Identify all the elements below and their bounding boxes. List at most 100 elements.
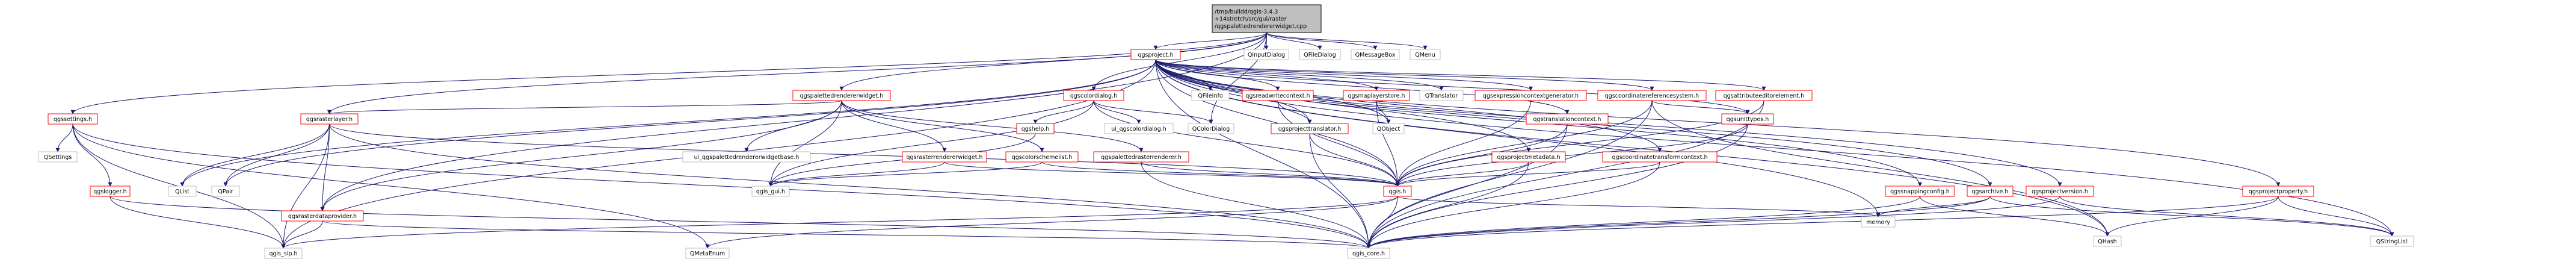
node-box [1063,90,1124,101]
node-box [1410,49,1441,60]
node-box [211,186,240,197]
edge-qgsattributeeditorelement-to-qgis_core [1366,100,1764,249]
node-qgstranslationcontext[interactable]: qgstranslationcontext.h [1526,113,1609,125]
edge-qgscolorschemelist-to-qgis [1041,161,1400,187]
node-label: QMessageBox [1355,52,1396,58]
edge-root-to-QFileDialog [1266,32,1322,50]
node-label: qgssnappingconfig.h [1890,189,1950,195]
node-qgsattributeeditorelement[interactable]: qgsattributeeditorelement.h [1715,90,1813,101]
node-label: QFileInfo [1198,93,1223,99]
node-box [1602,151,1718,163]
node-label: qgis_gui.h [756,189,785,195]
node-box [1104,123,1174,134]
node-label: qgsexpressioncontextgenerator.h [1483,93,1579,99]
node-layer: /tmp/buildd/qgis-3.4.3+14stretch/src/gui… [38,4,2414,259]
edge-qgis-to-qgis_core [1366,196,1398,249]
node-qgscoordinatetransformcontext[interactable]: qgscoordinatetransformcontext.h [1602,151,1718,163]
node-qgshelp[interactable]: qgshelp.h [1016,123,1055,134]
node-box [1093,151,1189,163]
node-qgsrasterrendererwidget[interactable]: qgsrasterrendererwidget.h [902,151,987,163]
edge-qgsexpressioncontextgenerator-to-qgis [1395,100,1531,187]
node-label: qgis.h [1389,189,1407,195]
node-box [1016,123,1055,134]
node-label: QColorDialog [1192,126,1230,132]
node-label: qgscolorschemelist.h [1012,154,1073,161]
node-label: qgsreadwritecontext.h [1245,93,1310,99]
edge-qgsproject-to-qgsattributeeditorelement [1155,59,1766,91]
node-qgsprojectmetadata[interactable]: qgsprojectmetadata.h [1491,151,1566,163]
edge-qgsprojectproperty-to-QStringList [2278,196,2394,237]
node-qgsexpressioncontextgenerator[interactable]: qgsexpressioncontextgenerator.h [1474,90,1587,101]
node-qpair: QPair [211,186,240,197]
node-box [90,186,131,197]
node-qgslogger[interactable]: qgslogger.h [90,186,131,197]
edge-qgsrasterlayer-to-qgsrasterdataprovider [320,123,330,211]
node-qgsprojectproperty[interactable]: qgsprojectproperty.h [2242,186,2314,197]
node-box [2093,235,2122,247]
node-qgsprojecttranslator[interactable]: qgsprojecttranslator.h [1271,123,1349,134]
node-label: qgstranslationcontext.h [1533,116,1601,123]
node-qgsrasterdataprovider[interactable]: qgsrasterdataprovider.h [281,210,364,222]
edge-qgsrasterlayer-to-qgis_core [329,123,1371,249]
node-label: QMetaEnum [690,251,725,257]
edge-qgsrasterrendererwidget-to-qgis_gui [768,161,945,187]
node-box [902,151,987,163]
edge-qgsproject-to-QTranslator [1155,59,1444,91]
node-qgsmaplayerstore[interactable]: qgsmaplayerstore.h [1343,90,1410,101]
edge-layer [55,32,2394,249]
edge-qgsproject-to-QStringList [1155,59,2394,237]
node-qfileinfo: QFileInfo [1191,90,1230,101]
node-box [1526,113,1609,125]
node-box [1271,123,1349,134]
node-qgspalettedrasterrenderer[interactable]: qgspalettedrasterrenderer.h [1093,151,1189,163]
edge-qgspalettedrasterrenderer-to-qgis_core [1141,161,1371,249]
node-box [1243,49,1289,60]
edge-qgscolordialog-to-qgis_gui [768,100,1094,187]
node-box [685,248,730,259]
node-box [300,113,359,125]
edge-qgssettings-to-QSettings [55,123,73,152]
node-qobject: QObject [1372,123,1405,134]
node-qgscoordinatereferencesystem[interactable]: qgscoordinatereferencesystem.h [1597,90,1707,101]
node-qgscolorschemelist[interactable]: qgscolorschemelist.h [1005,151,1079,163]
node-qgsarchive[interactable]: qgsarchive.h [1967,186,2014,197]
node-qgspalettedrendererwidget[interactable]: qgspalettedrendererwidget.h [792,90,891,101]
node-label: qgis_core.h [1352,251,1385,257]
node-qgsproject[interactable]: qgsproject.h [1130,49,1181,60]
node-qgsrasterlayer[interactable]: qgsrasterlayer.h [300,113,359,125]
node-label: QPair [218,189,233,195]
edge-qgspalettedrendererwidget-to-qgsrasterdataprovider [320,100,842,211]
node-box [792,90,891,101]
edge-qgsproject-to-qgsprojectproperty [1155,59,2281,187]
node-box [1372,123,1405,134]
node-label: /qgspalettedrendererwidget.cpp [1215,23,1307,30]
node-qgsprojectversion[interactable]: qgsprojectversion.h [2026,186,2094,197]
node-box [281,210,364,222]
node-qmenu: QMenu [1410,49,1441,60]
edge-qgsprojectversion-to-QStringList [2059,196,2394,237]
edge-qgsrasterrendererwidget-to-qgis [944,161,1400,187]
edge-qgspalettedrasterrenderer-to-qgis [1141,161,1400,187]
edge-qgsproject-to-QHash [1155,59,2110,237]
edge-qgsunittypes-to-qgis [1395,123,1748,187]
edge-qgsproject-to-qgsexpressioncontextgenerator [1155,59,1533,91]
edge-root-to-qgsproject [1153,32,1267,50]
node-box [1005,151,1079,163]
node-qgsreadwritecontext[interactable]: qgsreadwritecontext.h [1242,90,1314,101]
node-qgscolordialog[interactable]: qgscolordialog.h [1063,90,1124,101]
node-box [1343,90,1410,101]
node-box [38,151,78,163]
node-label: QFileDialog [1304,52,1336,58]
node-qgssnappingconfig[interactable]: qgssnappingconfig.h [1885,186,1955,197]
edge-qgspalettedrendererwidget-to-qgscolorschemelist [841,100,1044,152]
node-box [682,151,811,163]
node-root: /tmp/buildd/qgis-3.4.3+14stretch/src/gui… [1212,4,1322,33]
edge-qgsrasterlayer-to-QList [180,123,330,187]
node-box [1491,151,1566,163]
node-qgssettings[interactable]: qgssettings.h [48,113,98,125]
edge-qgspalettedrendererwidget-to-qgis_gui [768,100,842,187]
node-label: qgscoordinatereferencesystem.h [1605,93,1699,99]
node-qgsunittypes[interactable]: qgsunittypes.h [1721,113,1774,125]
node-qgis[interactable]: qgis.h [1383,186,1412,197]
